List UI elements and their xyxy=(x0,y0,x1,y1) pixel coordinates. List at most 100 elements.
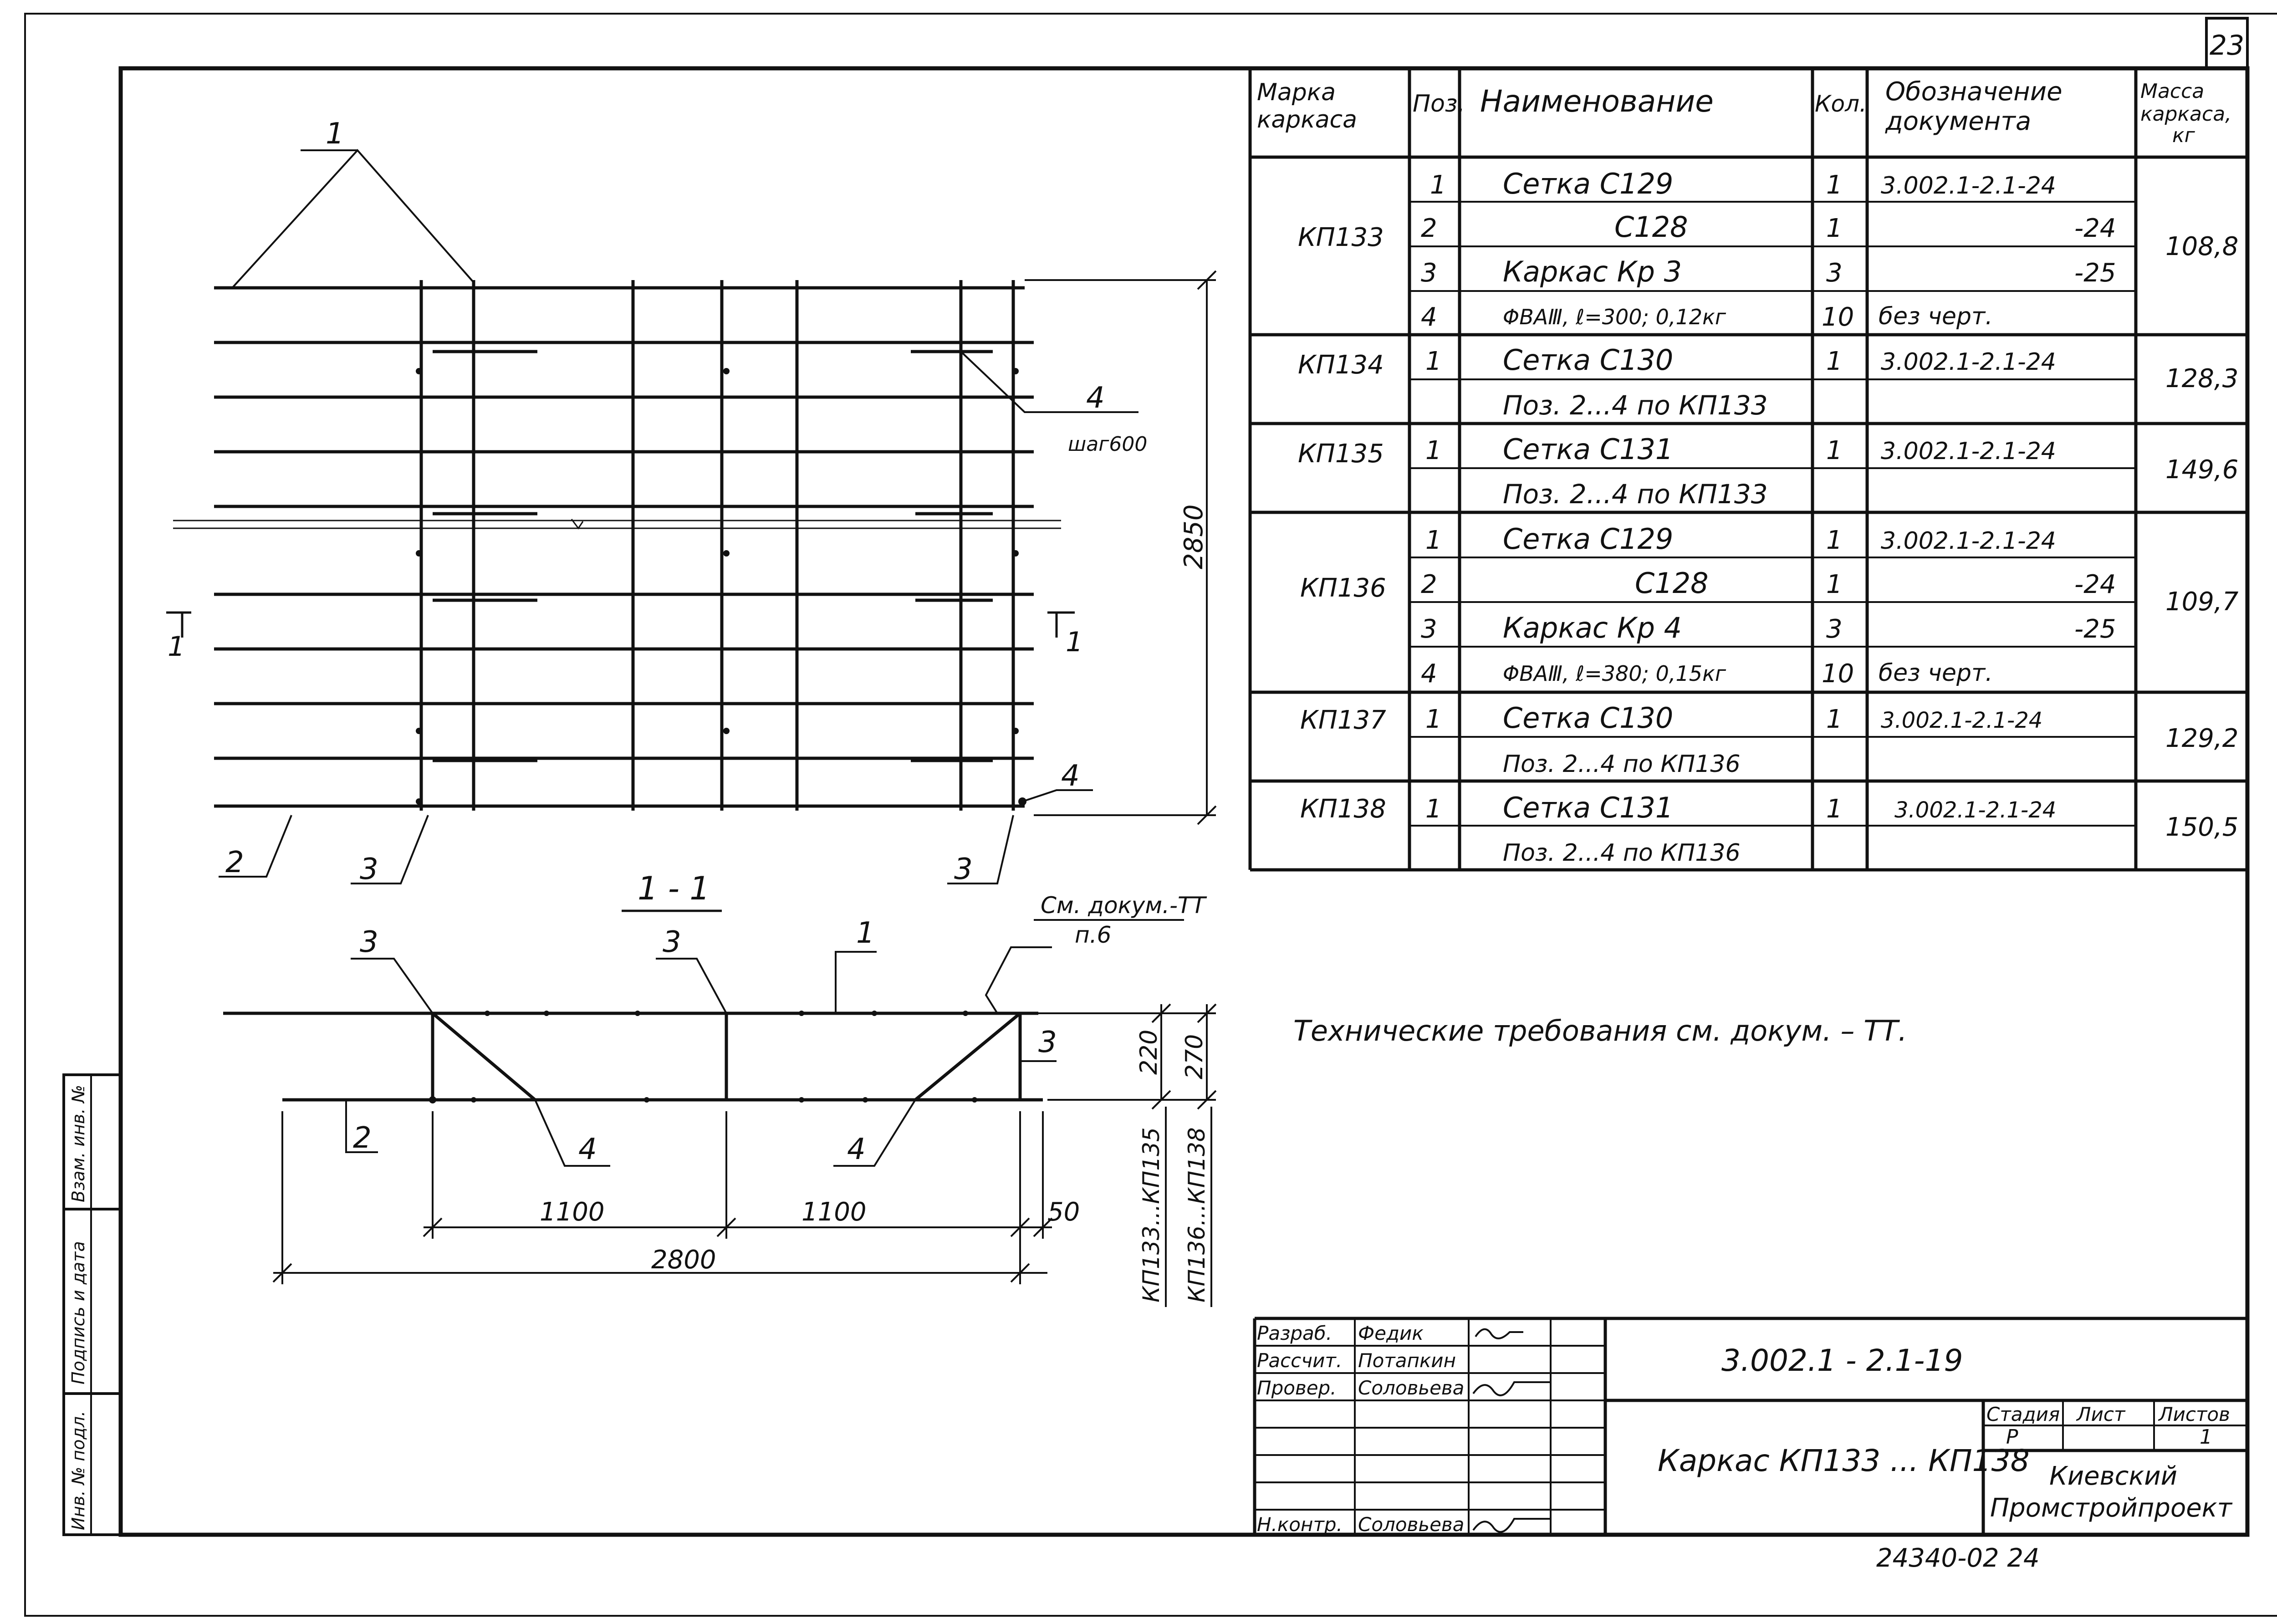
name: ΦВАⅢ, ℓ=380; 0,15кг xyxy=(1503,661,1726,686)
qty: 3 xyxy=(1826,614,1843,644)
doc: -24 xyxy=(2074,570,2116,599)
stamp-vzam-inv: Взам. инв. № xyxy=(68,1085,88,1202)
mass-kp136: 109,7 xyxy=(2165,587,2239,617)
pos: 1 xyxy=(1425,705,1442,734)
mark-kp134: КП134 xyxy=(1298,350,1384,380)
mark-kp135: КП135 xyxy=(1298,439,1384,469)
doc: 3.002.1-2.1-24 xyxy=(1881,172,2056,199)
inner-frame xyxy=(118,66,2250,1537)
pos: 1 xyxy=(1425,794,1442,824)
hdr-mark-1: Марка xyxy=(1257,79,1336,106)
note-line2: п.6 xyxy=(1075,922,1111,948)
name: С128 xyxy=(1635,567,1709,600)
name: Сетка С131 xyxy=(1503,791,1673,824)
range-a: КП133...КП135 xyxy=(1138,1127,1164,1302)
page-number-box xyxy=(2205,17,2249,70)
dim-2800: 2800 xyxy=(651,1245,716,1275)
pos: 1 xyxy=(1425,436,1442,465)
section-mark-left: 1 xyxy=(168,631,185,663)
hdr-name: Наименование xyxy=(1480,84,1714,119)
qty: 1 xyxy=(1826,170,1843,200)
stamp-inv-podl: Инв. № подл. xyxy=(68,1411,88,1530)
tb-org-1: Киевский xyxy=(2049,1461,2177,1491)
pos: 1 xyxy=(1430,170,1446,200)
tb-name-0: Федик xyxy=(1358,1322,1424,1344)
side-stamp: Инв. № подл. Подпись и дата Взам. инв. № xyxy=(62,1073,122,1536)
tb-name-1: Потапкин xyxy=(1358,1349,1456,1372)
name: Каркас Кр 3 xyxy=(1503,255,1682,288)
section-mark-right: 1 xyxy=(1066,626,1083,658)
tb-role-0: Разраб. xyxy=(1257,1322,1332,1344)
doc: без черт. xyxy=(1879,659,1993,687)
pos: 2 xyxy=(1421,570,1437,599)
page-number: 23 xyxy=(2210,30,2244,61)
callout-4b: 4 xyxy=(1061,759,1080,793)
pos: 1 xyxy=(1425,526,1442,555)
qty: 1 xyxy=(1826,570,1843,599)
qty: 10 xyxy=(1822,302,1854,332)
outer-border xyxy=(24,13,2277,1617)
range-b: КП136...КП138 xyxy=(1184,1127,1210,1302)
name: Сетка С129 xyxy=(1503,522,1673,556)
mass-kp134: 128,3 xyxy=(2165,364,2238,393)
pos: 3 xyxy=(1421,614,1437,644)
name: Поз. 2...4 по КП133 xyxy=(1503,479,1768,510)
doc: 3.002.1-2.1-24 xyxy=(1894,797,2056,823)
pos: 3 xyxy=(1421,258,1437,288)
name: Сетка С129 xyxy=(1503,167,1673,200)
pos: 1 xyxy=(1425,347,1442,376)
dim-2850: 2850 xyxy=(1179,504,1209,569)
tb-sheet-label: Лист xyxy=(2076,1403,2126,1425)
tb-sheets: 1 xyxy=(2200,1425,2212,1449)
callout-4a: 4 xyxy=(1086,381,1105,415)
footer-code: 24340-02 24 xyxy=(1876,1543,2040,1573)
qty: 3 xyxy=(1826,258,1843,288)
name: Сетка С130 xyxy=(1503,343,1673,377)
doc: -25 xyxy=(2074,258,2116,288)
pos: 4 xyxy=(1421,302,1437,332)
callout-s1: 1 xyxy=(856,916,875,950)
tb-name-2: Соловьева xyxy=(1358,1377,1464,1399)
mass-kp133: 108,8 xyxy=(2165,232,2238,261)
section-title: 1 - 1 xyxy=(638,870,710,907)
name: Каркас Кр 4 xyxy=(1503,611,1682,644)
step-note: шаг600 xyxy=(1068,433,1147,456)
doc: 3.002.1-2.1-24 xyxy=(1881,348,2056,376)
tb-stage: Р xyxy=(2006,1425,2018,1449)
mark-kp137: КП137 xyxy=(1300,705,1386,735)
doc: 3.002.1-2.1-24 xyxy=(1881,527,2056,555)
tb-doc-code: 3.002.1 - 2.1-19 xyxy=(1721,1343,1963,1378)
mass-kp137: 129,2 xyxy=(2165,724,2238,753)
section-view: 1 - 1 См. докум.-ТТ xyxy=(223,870,1217,1307)
hdr-mass-2: каркаса, xyxy=(2140,102,2231,126)
callout-1: 1 xyxy=(326,117,344,151)
pos: 4 xyxy=(1421,659,1437,689)
hdr-qty: Кол. xyxy=(1815,91,1867,117)
mark-kp136: КП136 xyxy=(1300,573,1386,603)
hdr-mass-3: кг xyxy=(2172,124,2195,147)
name: Поз. 2...4 по КП133 xyxy=(1503,390,1768,421)
dim-50: 50 xyxy=(1047,1197,1080,1227)
callout-s3c: 3 xyxy=(1038,1026,1057,1059)
callout-s3b: 3 xyxy=(663,925,681,959)
mass-kp135: 149,6 xyxy=(2165,455,2238,485)
tb-sheets-label: Листов xyxy=(2158,1403,2230,1425)
dim-220: 220 xyxy=(1135,1030,1163,1075)
callout-s4a: 4 xyxy=(578,1133,597,1166)
dim-1100-b: 1100 xyxy=(802,1197,867,1227)
tb-org-2: Промстройпроект xyxy=(1990,1493,2232,1523)
qty: 1 xyxy=(1826,794,1843,824)
doc: без черт. xyxy=(1879,303,1993,330)
qty: 1 xyxy=(1826,214,1843,243)
doc: 3.002.1-2.1-24 xyxy=(1881,438,2056,465)
stamp-sign-date: Подпись и дата xyxy=(68,1241,88,1384)
tb-title: Каркас КП133 ... КП138 xyxy=(1658,1443,2030,1478)
name: Сетка С130 xyxy=(1503,701,1673,735)
qty: 1 xyxy=(1826,436,1843,465)
title-block: Разраб. Федик Рассчит. Потапкин Провер. … xyxy=(1253,1317,2247,1536)
hdr-doc-2: документа xyxy=(1885,107,2031,136)
dim-1100-a: 1100 xyxy=(540,1197,605,1227)
doc: -25 xyxy=(2074,614,2116,644)
qty: 1 xyxy=(1826,347,1843,376)
